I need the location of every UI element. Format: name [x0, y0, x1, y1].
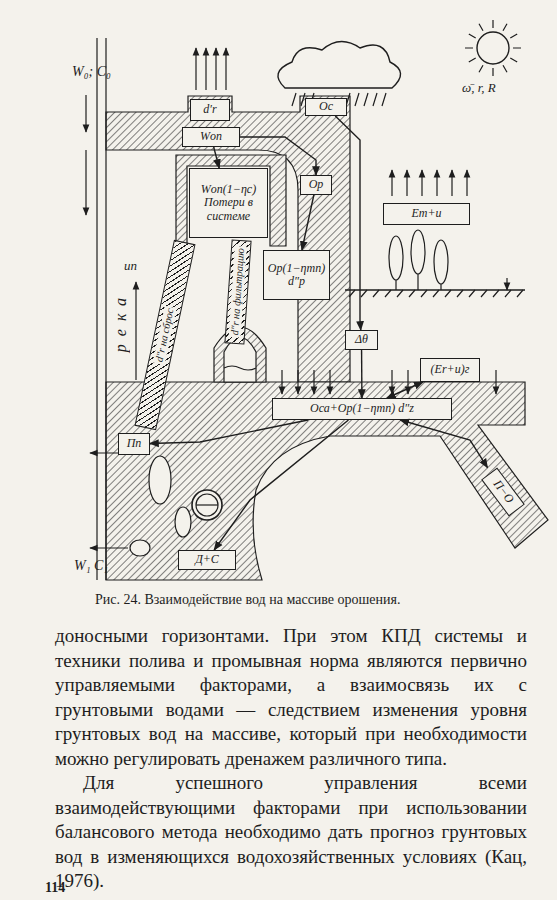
- tree: [389, 236, 403, 280]
- tree-trunks: [396, 274, 441, 290]
- evaporation-box: d′r: [190, 99, 230, 121]
- flow-arrow: [302, 195, 314, 250]
- node-text: Oса+Oр(1−ηтп) d″z: [310, 402, 414, 415]
- flow-arrow: [400, 420, 487, 468]
- flow-arrow: [387, 382, 423, 398]
- node-text: (Er+u)г: [431, 363, 470, 376]
- loss-arch: [176, 155, 286, 246]
- loss-box: Wоп(1−ηс)Потери в системе: [189, 168, 268, 238]
- groundwater-zone: [106, 382, 548, 580]
- seepage-label: uп: [124, 258, 137, 274]
- sun: [477, 32, 509, 64]
- node-text: Δθ: [355, 333, 368, 346]
- filtration-band: d″r на фильтрацию: [224, 239, 251, 344]
- recharge-arrow: [281, 370, 282, 394]
- evaporation-arrow: [406, 170, 407, 196]
- node-text: Пп: [127, 437, 142, 450]
- soil-lens: [130, 540, 150, 556]
- flow-arrow: [361, 350, 363, 398]
- node-text: Oр(1−ηтп) d″р: [266, 262, 327, 289]
- drain-pipe-inner: [196, 494, 218, 516]
- figure-caption: Рис. 24. Взаимодействие вод на массиве о…: [95, 592, 401, 608]
- drain-pipe-axis: [196, 504, 218, 505]
- drainage-box: Д+С: [178, 550, 236, 570]
- groundwater-evaporation-box: (Er+u)г: [420, 358, 480, 382]
- river-flow-arrow: [85, 95, 86, 132]
- outflow-label: W₁ C₁: [74, 558, 108, 574]
- node-text: П−О: [490, 478, 516, 506]
- river-label: река: [112, 290, 130, 352]
- evaporation-arrow: [466, 170, 467, 196]
- drain-pipe: [192, 490, 222, 520]
- soil-lens: [175, 507, 191, 537]
- body-paragraph: Для успешного управления всеми взаимодей…: [55, 771, 527, 894]
- flow-arrow: [214, 147, 220, 168]
- recharge-arrow: [495, 370, 496, 394]
- flow-arrow: [214, 420, 348, 550]
- recharge-box: Oса+Oр(1−ηтп) d″z: [272, 398, 452, 420]
- flow-arrow: [240, 137, 316, 175]
- recharge-arrow: [313, 370, 314, 394]
- evaporation-arrow: [215, 48, 216, 90]
- flow-arrow: [335, 116, 360, 330]
- level-mark: [506, 278, 507, 290]
- recharge-arrow: [329, 370, 330, 394]
- node-text: Oс: [319, 100, 333, 113]
- evaporation-arrow: [225, 48, 226, 90]
- node-text: d″r на фильтрацию: [229, 246, 247, 338]
- tree: [411, 230, 425, 274]
- evaporation-arrow: [436, 170, 437, 196]
- field-loss-box: Oр(1−ηтп) d″р: [263, 250, 330, 300]
- return-flow-arrow: [90, 547, 128, 548]
- recharge-arrow: [407, 370, 408, 394]
- recharge-arrow: [297, 370, 298, 394]
- body-paragraph: доносными горизонтами. При этом КПД сист…: [55, 624, 527, 771]
- inflow-label: W₀; C₀: [72, 64, 111, 80]
- canal-system: [106, 96, 350, 382]
- page-number: 114: [45, 880, 65, 896]
- flow-arrow: [150, 420, 308, 444]
- node-text: d″r на сброс: [153, 305, 177, 365]
- node-text: Em+u: [411, 207, 441, 220]
- evaporation-arrow: [451, 170, 452, 196]
- node-text: Oр: [309, 178, 324, 191]
- node-text: Д+С: [195, 553, 219, 566]
- soil-lens: [149, 456, 171, 504]
- climate-label: ω̄, r, R: [462, 80, 496, 96]
- node-text: d′r: [203, 103, 216, 116]
- precipitation-box: Oс: [305, 98, 347, 116]
- recharge-arrow: [391, 370, 392, 394]
- discharge-band: d″r на сброс: [134, 240, 195, 430]
- inflow-box: Пп: [118, 433, 150, 455]
- evapotranspiration-box: Em+u: [383, 203, 470, 225]
- irrigation-box: Oр: [300, 175, 332, 195]
- tree: [434, 240, 448, 284]
- river-bank: [96, 38, 97, 580]
- evaporation-arrow: [391, 170, 392, 196]
- seepage-arrow: [135, 282, 136, 380]
- node-text: Wоп: [200, 130, 222, 143]
- evaporation-arrow: [421, 170, 422, 196]
- cloud: [278, 41, 401, 88]
- exchange-box: П−О: [481, 468, 525, 517]
- moisture-box: Δθ: [345, 330, 378, 350]
- evaporation-arrow: [205, 48, 206, 90]
- river-flow-arrow: [85, 150, 86, 215]
- sun-rays: [465, 20, 521, 76]
- evaporation-arrow: [195, 48, 196, 90]
- river-bank: [105, 38, 106, 580]
- node-text: Wоп(1−ηс): [201, 183, 256, 196]
- water-surface: [224, 366, 256, 370]
- node-text: Потери в системе: [192, 196, 265, 223]
- intake-box: Wоп: [182, 127, 240, 147]
- soil-ticks: [349, 290, 523, 297]
